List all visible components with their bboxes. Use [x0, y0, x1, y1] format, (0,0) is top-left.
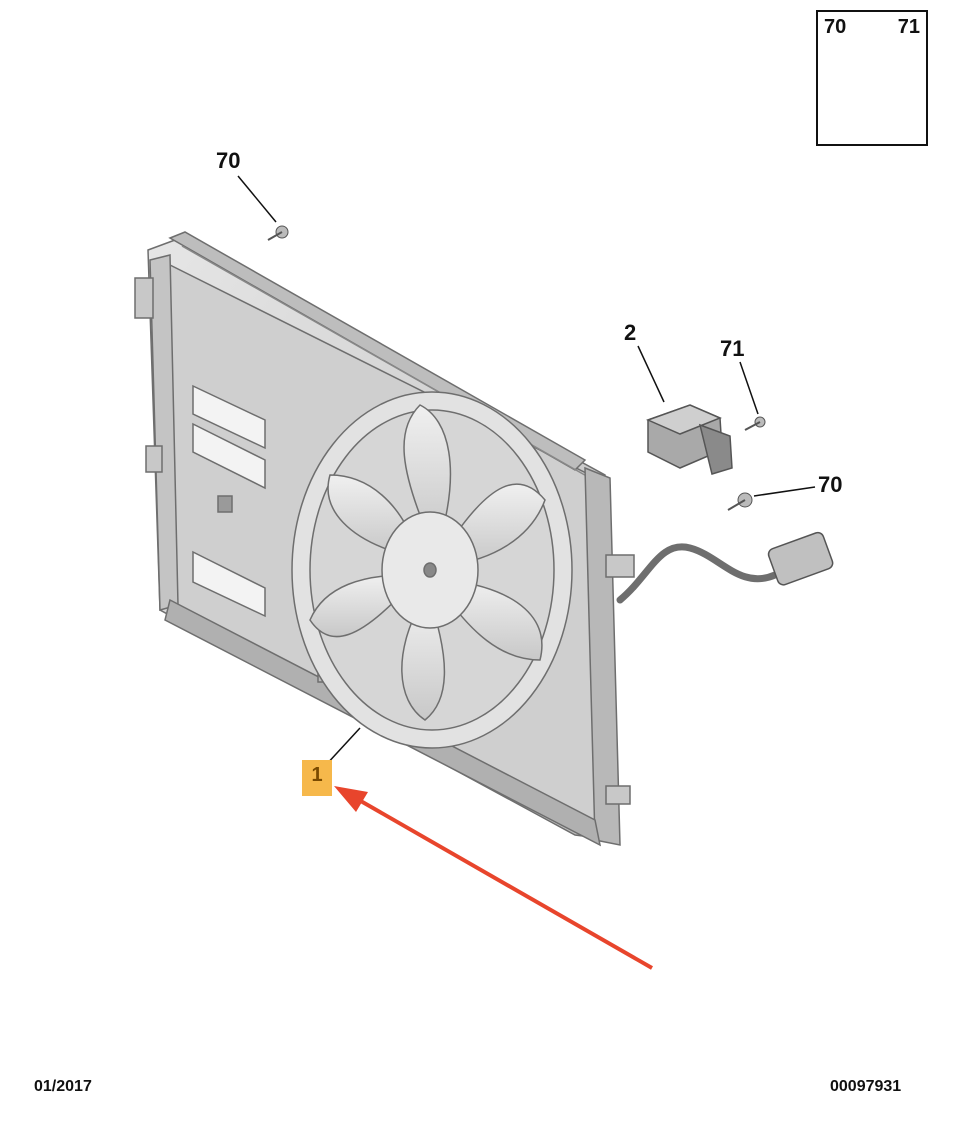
red-arrow [334, 786, 653, 970]
screw-70-top [267, 225, 289, 241]
leader-lines [237, 175, 816, 767]
callout-fan-assembly-1: 1 [302, 760, 332, 796]
legend-code-right: 71 [897, 16, 920, 38]
screw-71-resistor [744, 416, 766, 431]
legend-code-left: 70 [824, 16, 847, 38]
footer-date: 01/2017 [34, 1078, 92, 1095]
harness-connector [767, 531, 834, 586]
footer-reference: 00097931 [830, 1078, 902, 1095]
screw-legend-box: 70 71 [816, 10, 928, 146]
callout-screw-70-side: 70 [818, 472, 843, 497]
resistor-module [645, 404, 733, 475]
callout-screw-71: 71 [720, 336, 745, 361]
callout-resistor-2: 2 [624, 320, 637, 345]
fan-rotor [291, 391, 573, 749]
screw-70-side [727, 492, 753, 511]
callout-screw-70-top: 70 [216, 148, 241, 173]
wiring-harness [616, 543, 779, 604]
